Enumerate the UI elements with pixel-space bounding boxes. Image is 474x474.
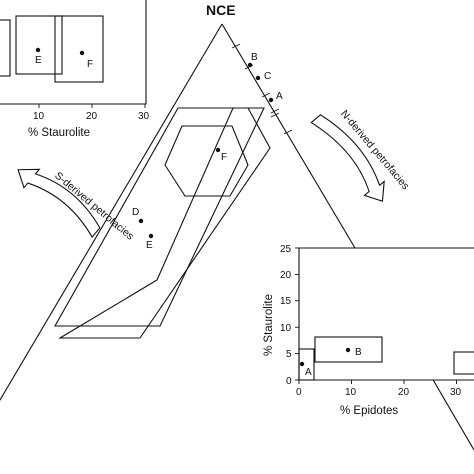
inset-br-xtick-30: 30 xyxy=(450,387,462,398)
point-e xyxy=(148,233,154,239)
point-f-label: F xyxy=(221,152,227,163)
s-derived-arrow: S-derived petrofacies xyxy=(17,168,136,243)
inset-tl-box-f xyxy=(54,15,104,83)
edge-tick xyxy=(231,43,241,49)
inset-top-left: E F 10 20 30 % Staurolite xyxy=(0,0,150,139)
ternary-points: B C A D E F xyxy=(132,52,283,251)
inset-br-mask xyxy=(299,248,474,380)
ternary-left-edge xyxy=(0,23,223,401)
inset-br-ytick-20: 20 xyxy=(280,270,292,281)
inset-br-xtick-20: 20 xyxy=(398,387,410,398)
inset-br-ytick-0: 0 xyxy=(286,376,292,387)
n-derived-arrow: N-derived petrofacies xyxy=(310,108,411,202)
inset-br-ytick-25: 25 xyxy=(280,244,292,255)
point-b-label: B xyxy=(251,52,258,63)
apex-label: NCE xyxy=(206,2,236,18)
ternary-right-edge-lower xyxy=(431,377,474,451)
inset-br-point-a xyxy=(299,361,305,367)
point-a xyxy=(268,97,274,103)
edge-tick xyxy=(261,92,271,98)
s-petrofacies-field xyxy=(54,107,265,327)
point-f xyxy=(215,147,221,153)
inset-tl-xlabel: % Staurolite xyxy=(28,127,90,139)
point-d xyxy=(138,218,144,224)
edge-tick xyxy=(283,129,293,135)
inset-br-point-b xyxy=(345,347,351,353)
f-field-hexagon xyxy=(164,125,249,197)
inset-br-ytick-10: 10 xyxy=(280,323,292,334)
n-petrofacies-field xyxy=(58,107,271,339)
inset-bottom-right: 0 5 10 15 20 25 % Staurolite 0 10 20 30 … xyxy=(263,244,474,417)
inset-tl-label-f: F xyxy=(87,59,93,70)
inset-tl-box-e xyxy=(15,15,63,75)
inset-br-ytick-15: 15 xyxy=(280,296,292,307)
inset-br-box-right xyxy=(453,351,474,375)
point-c-label: C xyxy=(264,71,271,82)
inset-br-ylabel: % Staurolite xyxy=(263,294,275,356)
inset-tl-tick-10: 10 xyxy=(33,111,45,122)
inset-br-label-a: A xyxy=(305,367,312,378)
point-c xyxy=(255,75,261,81)
inset-br-ytick-5: 5 xyxy=(286,349,292,360)
field-polygons xyxy=(54,107,271,339)
s-arrow-shape xyxy=(17,168,101,239)
inset-tl-mask xyxy=(0,0,146,104)
inset-tl-point-e xyxy=(35,47,41,53)
edge-tick xyxy=(270,108,280,114)
s-arrow-label: S-derived petrofacies xyxy=(52,170,136,243)
inset-br-label-b: B xyxy=(355,347,362,358)
ternary-frame xyxy=(0,23,474,451)
point-d-label: D xyxy=(132,207,139,218)
inset-br-box-b xyxy=(314,336,383,363)
inset-tl-tick-20: 20 xyxy=(86,111,98,122)
inset-tl-point-f xyxy=(79,50,85,56)
inset-tl-box-left xyxy=(0,19,11,77)
n-arrow-shape xyxy=(310,114,385,202)
point-a-label: A xyxy=(276,91,283,102)
inset-br-xtick-0: 0 xyxy=(296,387,302,398)
point-b xyxy=(247,62,253,68)
inset-br-box-a xyxy=(298,348,315,381)
inset-tl-frame xyxy=(0,0,147,105)
ternary-right-edge xyxy=(221,23,356,249)
inset-tl-tick-30: 30 xyxy=(138,111,150,122)
inset-tl-label-e: E xyxy=(35,55,42,66)
point-e-label: E xyxy=(146,240,153,251)
inset-br-xlabel: % Epidotes xyxy=(340,405,398,417)
n-arrow-label: N-derived petrofacies xyxy=(338,108,411,192)
edge-tick xyxy=(270,112,280,118)
inset-br-xtick-10: 10 xyxy=(345,387,357,398)
